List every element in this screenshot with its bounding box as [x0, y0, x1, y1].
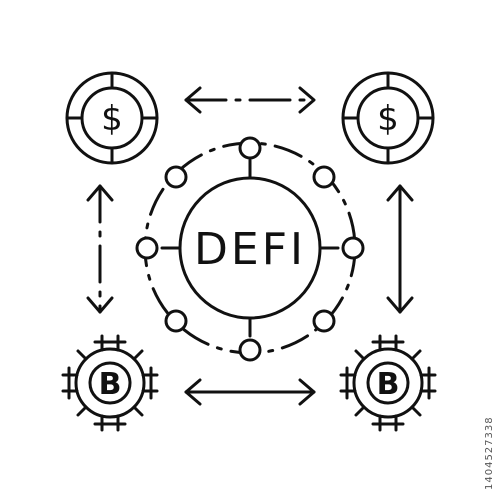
dollar-sign-icon: $ [377, 99, 399, 139]
bitcoin-chip-icon-bottom-right: B [339, 334, 437, 432]
bitcoin-sign-icon: B [377, 367, 400, 402]
exchange-arrows-icon [86, 86, 414, 406]
arrow-left-vertical [86, 184, 114, 314]
hub-node [135, 236, 159, 260]
chip-pins [61, 334, 159, 432]
chip-inner-ring [88, 361, 132, 405]
stock-id-watermark: 1404527338 [484, 416, 495, 490]
hub-node [312, 309, 336, 333]
dollar-sign-icon: $ [101, 99, 123, 139]
hub-node [164, 309, 188, 333]
chip-outer-ring [74, 347, 146, 419]
bitcoin-sign-icon: B [99, 367, 122, 402]
chip-pins [339, 334, 437, 432]
dollar-coin-icon-top-left: $ [65, 71, 159, 165]
hub-node [238, 136, 262, 160]
hub-node [238, 338, 262, 362]
chip-outer-ring [352, 347, 424, 419]
arrow-top-horizontal [184, 86, 316, 114]
chip-inner-ring [366, 361, 410, 405]
arrow-bottom-horizontal [184, 378, 316, 406]
network-hub-icon: DEFI [135, 136, 365, 362]
defi-label: DEFI [194, 224, 306, 275]
bitcoin-chip-icon-bottom-left: B [61, 334, 159, 432]
hub-node [341, 236, 365, 260]
dollar-coin-icon-top-right: $ [341, 71, 435, 165]
hub-node [164, 165, 188, 189]
arrow-right-vertical [386, 184, 414, 314]
hub-node [312, 165, 336, 189]
